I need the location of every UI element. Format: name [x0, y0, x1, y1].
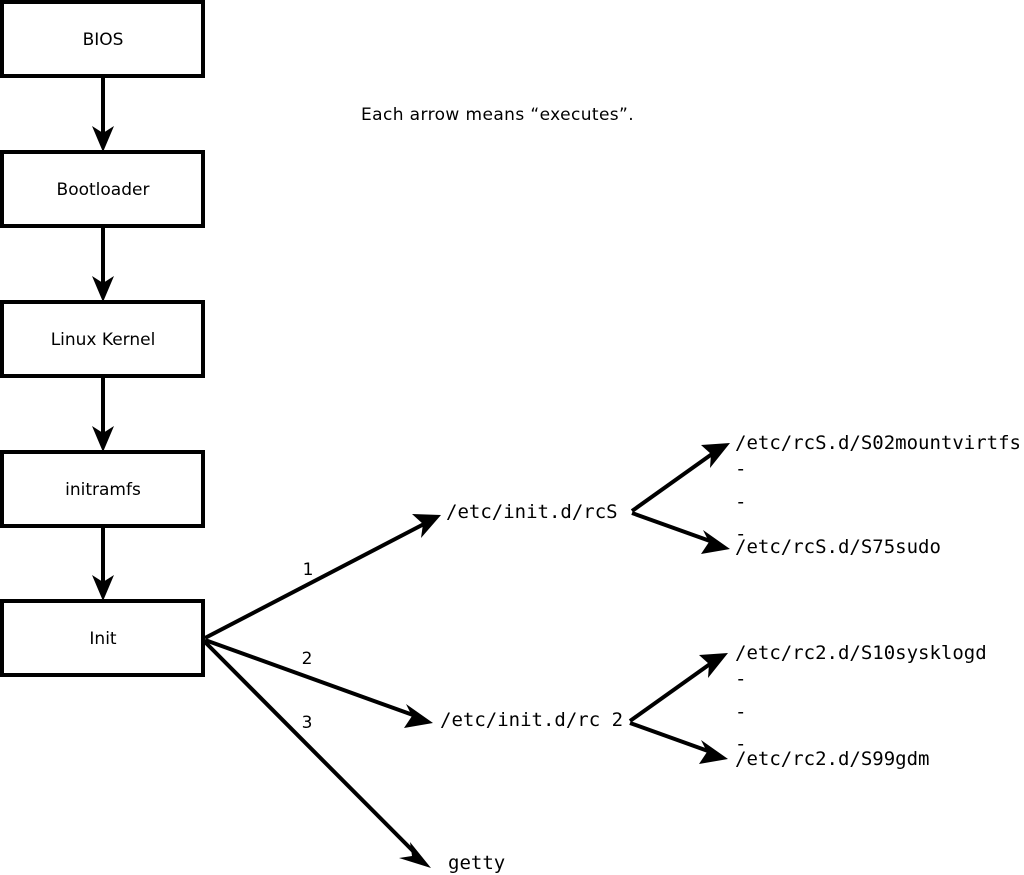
edge-number-1: 1	[303, 560, 314, 580]
edge-initramfs-to-init	[92, 525, 114, 601]
label-rc2-last-child: /etc/rc2.d/S99gdm	[735, 748, 929, 770]
edge-number-3: 3	[302, 713, 313, 733]
node-bootloader[interactable]: Bootloader	[0, 150, 205, 228]
label-getty: getty	[448, 852, 505, 874]
edge-init-to-rc2	[204, 638, 433, 728]
edge-rcS-to-last-child	[631, 511, 730, 554]
rc2-ellipsis-dash-2: -	[735, 701, 746, 723]
node-initramfs-label: initramfs	[65, 480, 141, 500]
rcS-ellipsis-dash-2: -	[735, 491, 746, 513]
node-linux-kernel[interactable]: Linux Kernel	[0, 300, 205, 378]
rc2-ellipsis-dash-1: -	[735, 668, 746, 690]
edge-kernel-to-initramfs	[92, 376, 114, 452]
label-init-d-rc2: /etc/init.d/rc 2	[440, 709, 623, 731]
edge-rc2-to-first-child	[628, 653, 728, 723]
label-rcS-first-child: /etc/rcS.d/S02mountvirtfs	[735, 432, 1021, 454]
edge-bios-to-bootloader	[92, 76, 114, 152]
label-rc2-first-child: /etc/rc2.d/S10sysklogd	[735, 642, 987, 664]
node-linux-kernel-label: Linux Kernel	[51, 330, 156, 350]
label-rcS-last-child: /etc/rcS.d/S75sudo	[735, 536, 941, 558]
node-bootloader-label: Bootloader	[57, 180, 150, 200]
rcS-ellipsis-dash-1: -	[735, 458, 746, 480]
label-init-d-rcS: /etc/init.d/rcS	[446, 501, 618, 523]
rc2-ellipsis-dash-3: -	[735, 733, 746, 755]
edge-number-2: 2	[302, 649, 313, 669]
rcS-ellipsis-dash-3: -	[735, 523, 746, 545]
edge-init-to-rcS	[204, 514, 441, 640]
node-bios-label: BIOS	[83, 30, 124, 50]
node-bios[interactable]: BIOS	[0, 0, 205, 78]
edge-bootloader-to-kernel	[92, 226, 114, 302]
edge-rcS-to-first-child	[630, 443, 730, 513]
edge-init-to-getty	[203, 640, 431, 868]
node-init[interactable]: Init	[0, 599, 205, 677]
node-initramfs[interactable]: initramfs	[0, 450, 205, 528]
edge-rc2-to-last-child	[629, 721, 728, 764]
node-init-label: Init	[89, 629, 117, 649]
diagram-caption: Each arrow means “executes”.	[361, 105, 634, 125]
